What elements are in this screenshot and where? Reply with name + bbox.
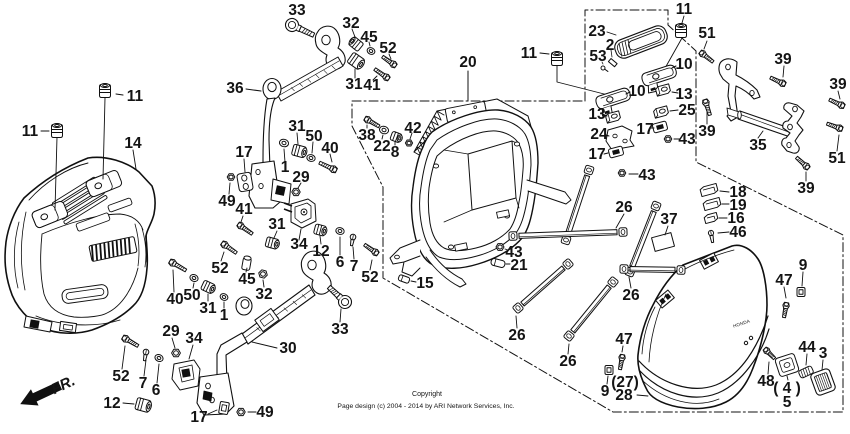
svg-text:12: 12	[312, 243, 329, 260]
svg-text:30: 30	[279, 340, 296, 357]
svg-text:49: 49	[218, 193, 236, 210]
svg-text:29: 29	[292, 169, 310, 186]
svg-text:7: 7	[350, 258, 359, 275]
svg-text:47: 47	[615, 331, 632, 348]
svg-text:( 4 ): ( 4 )	[773, 380, 801, 397]
svg-text:45: 45	[238, 271, 256, 288]
svg-text:13: 13	[588, 106, 606, 123]
svg-text:39: 39	[698, 123, 716, 140]
svg-text:31: 31	[268, 216, 286, 233]
svg-text:14: 14	[124, 135, 142, 152]
svg-text:12: 12	[103, 395, 120, 412]
svg-text:HONDA: HONDA	[732, 318, 751, 328]
svg-text:26: 26	[508, 327, 526, 344]
svg-text:51: 51	[698, 25, 716, 42]
svg-text:34: 34	[290, 236, 308, 253]
svg-text:22: 22	[373, 138, 390, 155]
svg-text:1: 1	[281, 159, 290, 176]
svg-text:16: 16	[727, 210, 745, 227]
svg-text:42: 42	[404, 120, 421, 137]
svg-text:39: 39	[797, 180, 815, 197]
svg-text:13: 13	[675, 86, 693, 103]
svg-text:2: 2	[606, 37, 615, 54]
svg-text:43: 43	[505, 244, 523, 261]
svg-text:11: 11	[676, 1, 693, 18]
svg-text:52: 52	[112, 368, 129, 385]
svg-text:9: 9	[601, 383, 610, 400]
svg-text:19: 19	[729, 197, 747, 214]
svg-text:52: 52	[379, 40, 396, 57]
svg-text:36: 36	[226, 80, 244, 97]
svg-text:32: 32	[342, 15, 359, 32]
svg-text:46: 46	[729, 224, 747, 241]
svg-text:50: 50	[183, 287, 200, 304]
svg-text:17: 17	[190, 409, 207, 426]
svg-text:10: 10	[628, 83, 645, 100]
svg-text:26: 26	[615, 199, 633, 216]
svg-text:40: 40	[166, 291, 183, 308]
svg-text:Page design (c) 2004 - 2014 by: Page design (c) 2004 - 2014 by ARI Netwo…	[337, 403, 514, 410]
svg-text:9: 9	[799, 257, 808, 274]
svg-text:31: 31	[199, 300, 217, 317]
svg-text:48: 48	[757, 373, 775, 390]
svg-text:11: 11	[22, 123, 39, 140]
svg-text:17: 17	[235, 144, 252, 161]
svg-text:31: 31	[288, 118, 306, 135]
svg-text:33: 33	[331, 321, 349, 338]
svg-text:28: 28	[615, 387, 633, 404]
svg-text:51: 51	[828, 150, 846, 167]
svg-text:31: 31	[345, 76, 363, 93]
svg-text:5: 5	[783, 394, 792, 411]
svg-text:26: 26	[622, 287, 640, 304]
svg-text:1: 1	[220, 307, 229, 324]
svg-text:7: 7	[139, 375, 148, 392]
svg-text:17: 17	[636, 121, 653, 138]
svg-text:43: 43	[638, 167, 656, 184]
svg-text:20: 20	[459, 54, 476, 71]
svg-text:39: 39	[774, 51, 792, 68]
svg-text:25: 25	[678, 102, 696, 119]
svg-text:8: 8	[391, 144, 400, 161]
svg-text:6: 6	[336, 254, 345, 271]
svg-text:32: 32	[255, 286, 272, 303]
svg-text:24: 24	[590, 126, 608, 143]
svg-text:15: 15	[416, 275, 434, 292]
svg-text:47: 47	[775, 272, 792, 289]
svg-text:50: 50	[305, 128, 322, 145]
svg-text:Copyright: Copyright	[412, 391, 442, 398]
svg-text:3: 3	[819, 345, 828, 362]
svg-text:18: 18	[729, 184, 747, 201]
svg-text:11: 11	[521, 45, 538, 62]
svg-text:41: 41	[235, 201, 253, 218]
svg-text:23: 23	[588, 23, 606, 40]
svg-text:52: 52	[361, 269, 378, 286]
svg-text:52: 52	[211, 260, 228, 277]
svg-text:45: 45	[360, 29, 378, 46]
svg-text:44: 44	[798, 339, 816, 356]
svg-text:37: 37	[660, 211, 677, 228]
svg-text:38: 38	[358, 127, 376, 144]
svg-text:29: 29	[162, 323, 180, 340]
svg-text:21: 21	[510, 257, 528, 274]
svg-text:33: 33	[288, 2, 306, 19]
svg-text:26: 26	[559, 353, 577, 370]
svg-text:6: 6	[152, 382, 161, 399]
svg-text:41: 41	[363, 77, 381, 94]
svg-text:34: 34	[185, 330, 203, 347]
svg-text:35: 35	[749, 137, 767, 154]
svg-text:39: 39	[829, 76, 847, 93]
svg-text:10: 10	[675, 56, 692, 73]
svg-text:11: 11	[127, 88, 144, 105]
svg-text:43: 43	[678, 131, 696, 148]
svg-text:40: 40	[321, 140, 338, 157]
svg-text:49: 49	[256, 404, 274, 421]
svg-text:53: 53	[589, 48, 607, 65]
svg-text:17: 17	[588, 146, 605, 163]
svg-text:(27): (27)	[611, 374, 639, 391]
